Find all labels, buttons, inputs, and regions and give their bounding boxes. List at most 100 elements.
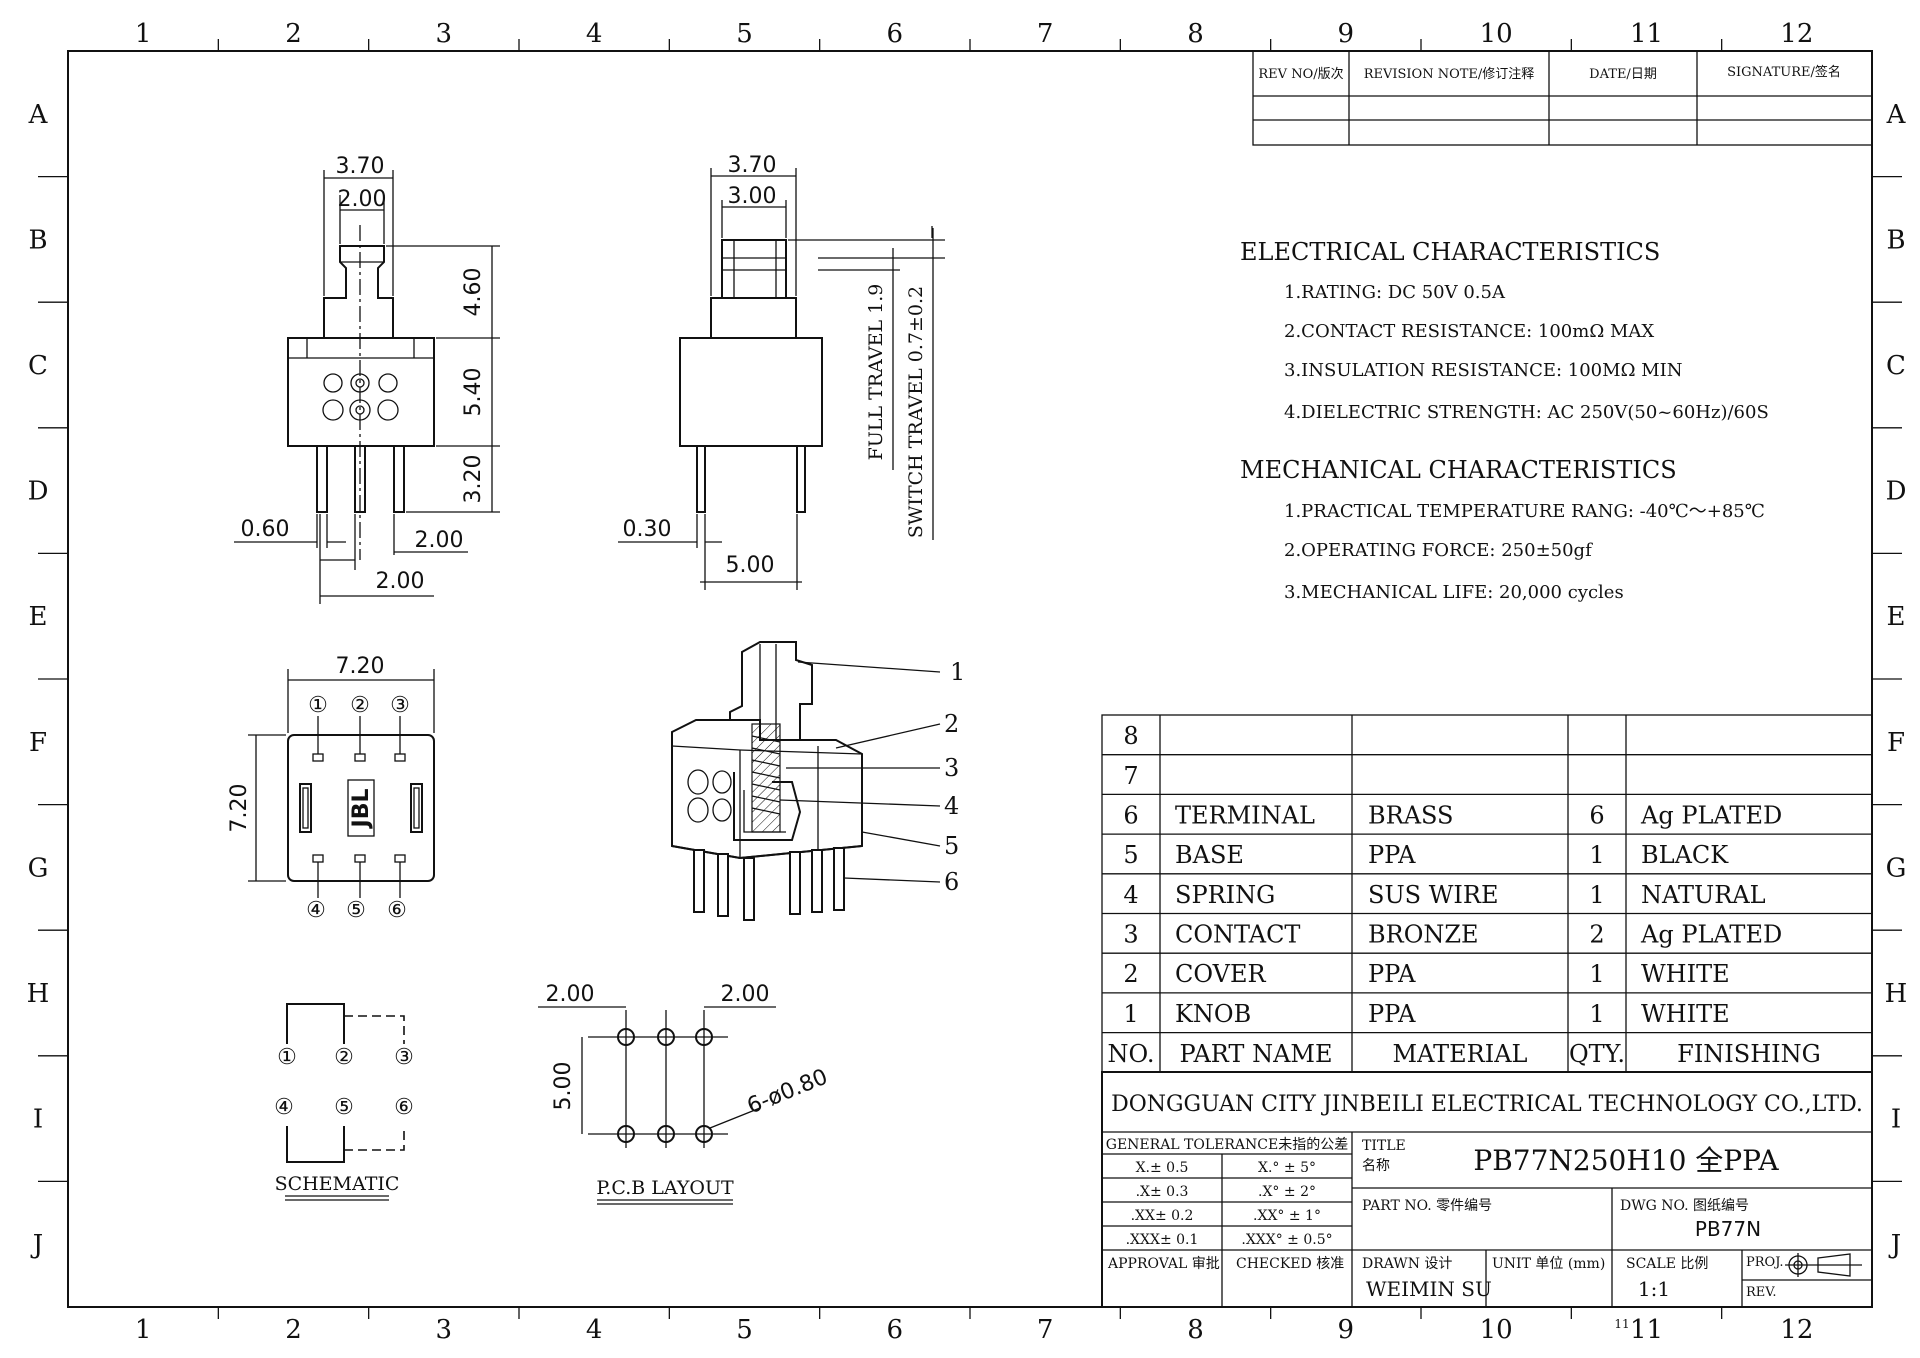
checked-label: CHECKED 核准: [1236, 1256, 1344, 1272]
drawing-title: PB77N250H10 全PPA: [1473, 1144, 1779, 1177]
zone-column-label: 11: [1630, 1315, 1663, 1345]
zone-row-label: A: [1886, 100, 1907, 130]
pcb-layout: 2.00 2.00 5.00 6-ø0.80 P.C.B LAYOUT: [538, 982, 832, 1205]
zone-column-label: 1: [135, 19, 152, 49]
bom-cell-qty: 1: [1589, 960, 1604, 988]
front-dim-knob-h: 4.60: [461, 268, 486, 317]
rev-label: REV.: [1746, 1285, 1777, 1300]
electrical-characteristics: ELECTRICAL CHARACTERISTICS 1.RATING: DC …: [1240, 238, 1769, 423]
bom-header-material: MATERIAL: [1393, 1040, 1528, 1068]
bom-cell-no: 6: [1123, 801, 1138, 829]
zone-row-label: B: [1886, 225, 1905, 255]
dwg-no: PB77N: [1695, 1217, 1761, 1241]
tolerance-linear: .X± 0.3: [1136, 1184, 1189, 1200]
top-pin-label: ②: [350, 693, 370, 718]
bom-cell-finishing: WHITE: [1641, 960, 1730, 988]
bom-cell-no: 5: [1123, 841, 1138, 869]
bom-cell-finishing: BLACK: [1641, 841, 1729, 869]
rev-note-header: REVISION NOTE/修订注释: [1364, 67, 1535, 82]
schematic-pin: ⑥: [394, 1095, 414, 1120]
bom-cell-finishing: Ag PLATED: [1640, 921, 1782, 949]
side-view: 3.70 3.00 FULL TRAVEL 1.9 SWITCH TRAVEL …: [618, 153, 945, 590]
electrical-heading: ELECTRICAL CHARACTERISTICS: [1240, 238, 1660, 266]
pcb-holes-note: 6-ø0.80: [744, 1065, 832, 1120]
bom-header-finishing: FINISHING: [1677, 1040, 1821, 1068]
scale-label: SCALE 比例: [1626, 1256, 1708, 1272]
front-dim-top-outer: 3.70: [336, 154, 385, 179]
electrical-item: 2.CONTACT RESISTANCE: 100mΩ MAX: [1284, 321, 1654, 342]
zone-column-label: 6: [887, 1315, 904, 1345]
zone-column-label: 12: [1780, 19, 1813, 49]
front-view: 3.70 2.00 4.60 5.40 3.20 0.60 2.00 2.00: [234, 154, 500, 604]
mechanical-item: 2.OPERATING FORCE: 250±50gf: [1284, 540, 1593, 561]
tolerance-heading: GENERAL TOLERANCE未指的公差: [1106, 1137, 1348, 1153]
callout-label: 1: [950, 658, 965, 686]
zone-row-label: G: [1886, 853, 1907, 883]
bom-row: 2 COVER PPA 1 WHITE: [1123, 960, 1729, 988]
pcb-dim-h: 5.00: [551, 1062, 576, 1111]
tolerance-angular: .XXX° ± 0.5°: [1241, 1232, 1332, 1248]
zone-column-label: 7: [1037, 19, 1054, 49]
bom-cell-material: PPA: [1368, 960, 1416, 988]
title-label: TITLE: [1362, 1138, 1406, 1154]
bom-header-part: PART NAME: [1180, 1040, 1333, 1068]
rev-signature-header: SIGNATURE/签名: [1727, 64, 1841, 80]
top-view: 7.20 7.20 JBL ① ② ③ ④ ⑤ ⑥: [227, 654, 435, 923]
scale-value: 1:1: [1638, 1277, 1670, 1301]
bom-cell-finishing: NATURAL: [1641, 881, 1766, 909]
part-no-label: PART NO. 零件编号: [1362, 1198, 1492, 1214]
bom-cell-part: COVER: [1175, 960, 1266, 988]
bom-empty-no: 8: [1123, 722, 1138, 750]
top-logo: JBL: [349, 789, 374, 830]
front-dim-pin-w: 0.60: [241, 517, 290, 542]
rev-no-header: REV NO/版次: [1258, 66, 1343, 82]
bom-cell-qty: 1: [1589, 881, 1604, 909]
zone-column-label: 12: [1780, 1315, 1813, 1345]
callout-label: 5: [944, 832, 959, 860]
zone-row-label: I: [33, 1105, 43, 1135]
bom-cell-finishing: WHITE: [1641, 1000, 1730, 1028]
top-pin-label: ③: [390, 693, 410, 718]
top-dim-h: 7.20: [227, 784, 252, 833]
bom-cell-material: BRASS: [1368, 801, 1454, 829]
bom-cell-no: 2: [1123, 960, 1138, 988]
bom-cell-part: CONTACT: [1175, 921, 1300, 949]
zone-row-label: E: [29, 602, 48, 632]
top-pin-label: ④: [306, 898, 326, 923]
zone-row-label: D: [28, 477, 49, 507]
zone-column-label: 2: [285, 19, 302, 49]
zone-column-label: 8: [1187, 1315, 1204, 1345]
zone-column-label: 10: [1480, 1315, 1513, 1345]
pcb-dim-right: 2.00: [721, 982, 770, 1007]
bom-cell-qty: 1: [1589, 1000, 1604, 1028]
bom-cell-part: KNOB: [1175, 1000, 1251, 1028]
front-dim-body-h: 5.40: [461, 368, 486, 417]
tolerance-linear: .XXX± 0.1: [1126, 1232, 1199, 1248]
zone-column-label: 1: [135, 1315, 152, 1345]
zone-column-label: 4: [586, 19, 603, 49]
mechanical-heading: MECHANICAL CHARACTERISTICS: [1240, 456, 1677, 484]
bom-cell-part: BASE: [1175, 841, 1244, 869]
zone-row-label: C: [1886, 351, 1906, 381]
unit-label: UNIT 单位 (mm): [1492, 1256, 1605, 1272]
top-pin-label: ⑤: [346, 898, 366, 923]
schematic-pin: ②: [334, 1045, 354, 1070]
callout-label: 4: [944, 792, 959, 820]
top-dim-w: 7.20: [336, 654, 385, 679]
front-dim-top-inner: 2.00: [338, 187, 387, 212]
top-pin-label: ①: [308, 693, 328, 718]
rev-date-header: DATE/日期: [1589, 67, 1657, 82]
mechanical-item: 3.MECHANICAL LIFE: 20,000 cycles: [1284, 582, 1624, 603]
zone-row-label: J: [1888, 1230, 1901, 1260]
bom-cell-part: TERMINAL: [1175, 801, 1315, 829]
tolerance-linear: .XX± 0.2: [1131, 1208, 1194, 1224]
zone-column-label: 11: [1630, 19, 1663, 49]
zone-column-label: 3: [436, 1315, 453, 1345]
mechanical-item: 1.PRACTICAL TEMPERATURE RANG: -40℃～+85℃: [1284, 501, 1765, 522]
bom-cell-no: 4: [1123, 881, 1138, 909]
approval-label: APPROVAL 审批: [1107, 1256, 1220, 1272]
top-pin-label: ⑥: [387, 898, 407, 923]
electrical-item: 3.INSULATION RESISTANCE: 100MΩ MIN: [1284, 360, 1683, 381]
